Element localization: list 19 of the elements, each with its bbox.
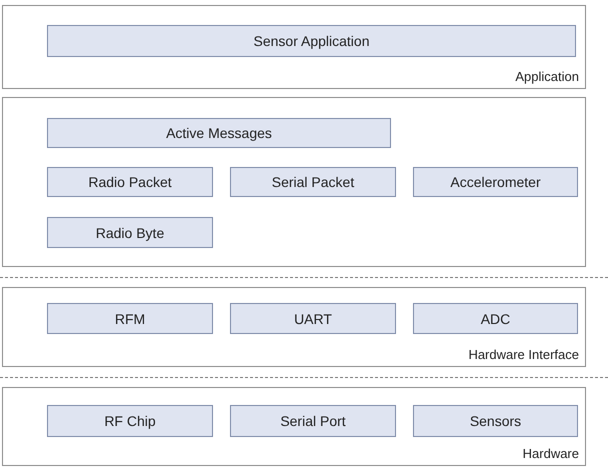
layer-panel xyxy=(2,97,586,267)
layer-panel xyxy=(2,287,586,367)
module-box: Active Messages xyxy=(47,118,391,148)
module-box: ADC xyxy=(413,303,578,334)
module-box: Serial Port xyxy=(230,405,396,437)
module-box: UART xyxy=(230,303,396,334)
module-box: RF Chip xyxy=(47,405,213,437)
module-box: Sensors xyxy=(413,405,578,437)
layer-title: Application xyxy=(515,69,579,84)
module-box: RFM xyxy=(47,303,213,334)
layer-panel xyxy=(2,387,586,466)
layer-title: Hardware xyxy=(522,446,579,461)
module-box: Accelerometer xyxy=(413,167,578,197)
module-box: Radio Packet xyxy=(47,167,213,197)
layer-panel xyxy=(2,5,586,89)
module-box: Sensor Application xyxy=(47,25,576,57)
module-box: Radio Byte xyxy=(47,217,213,248)
module-box: Serial Packet xyxy=(230,167,396,197)
layer-title: Hardware Interface xyxy=(468,347,579,362)
